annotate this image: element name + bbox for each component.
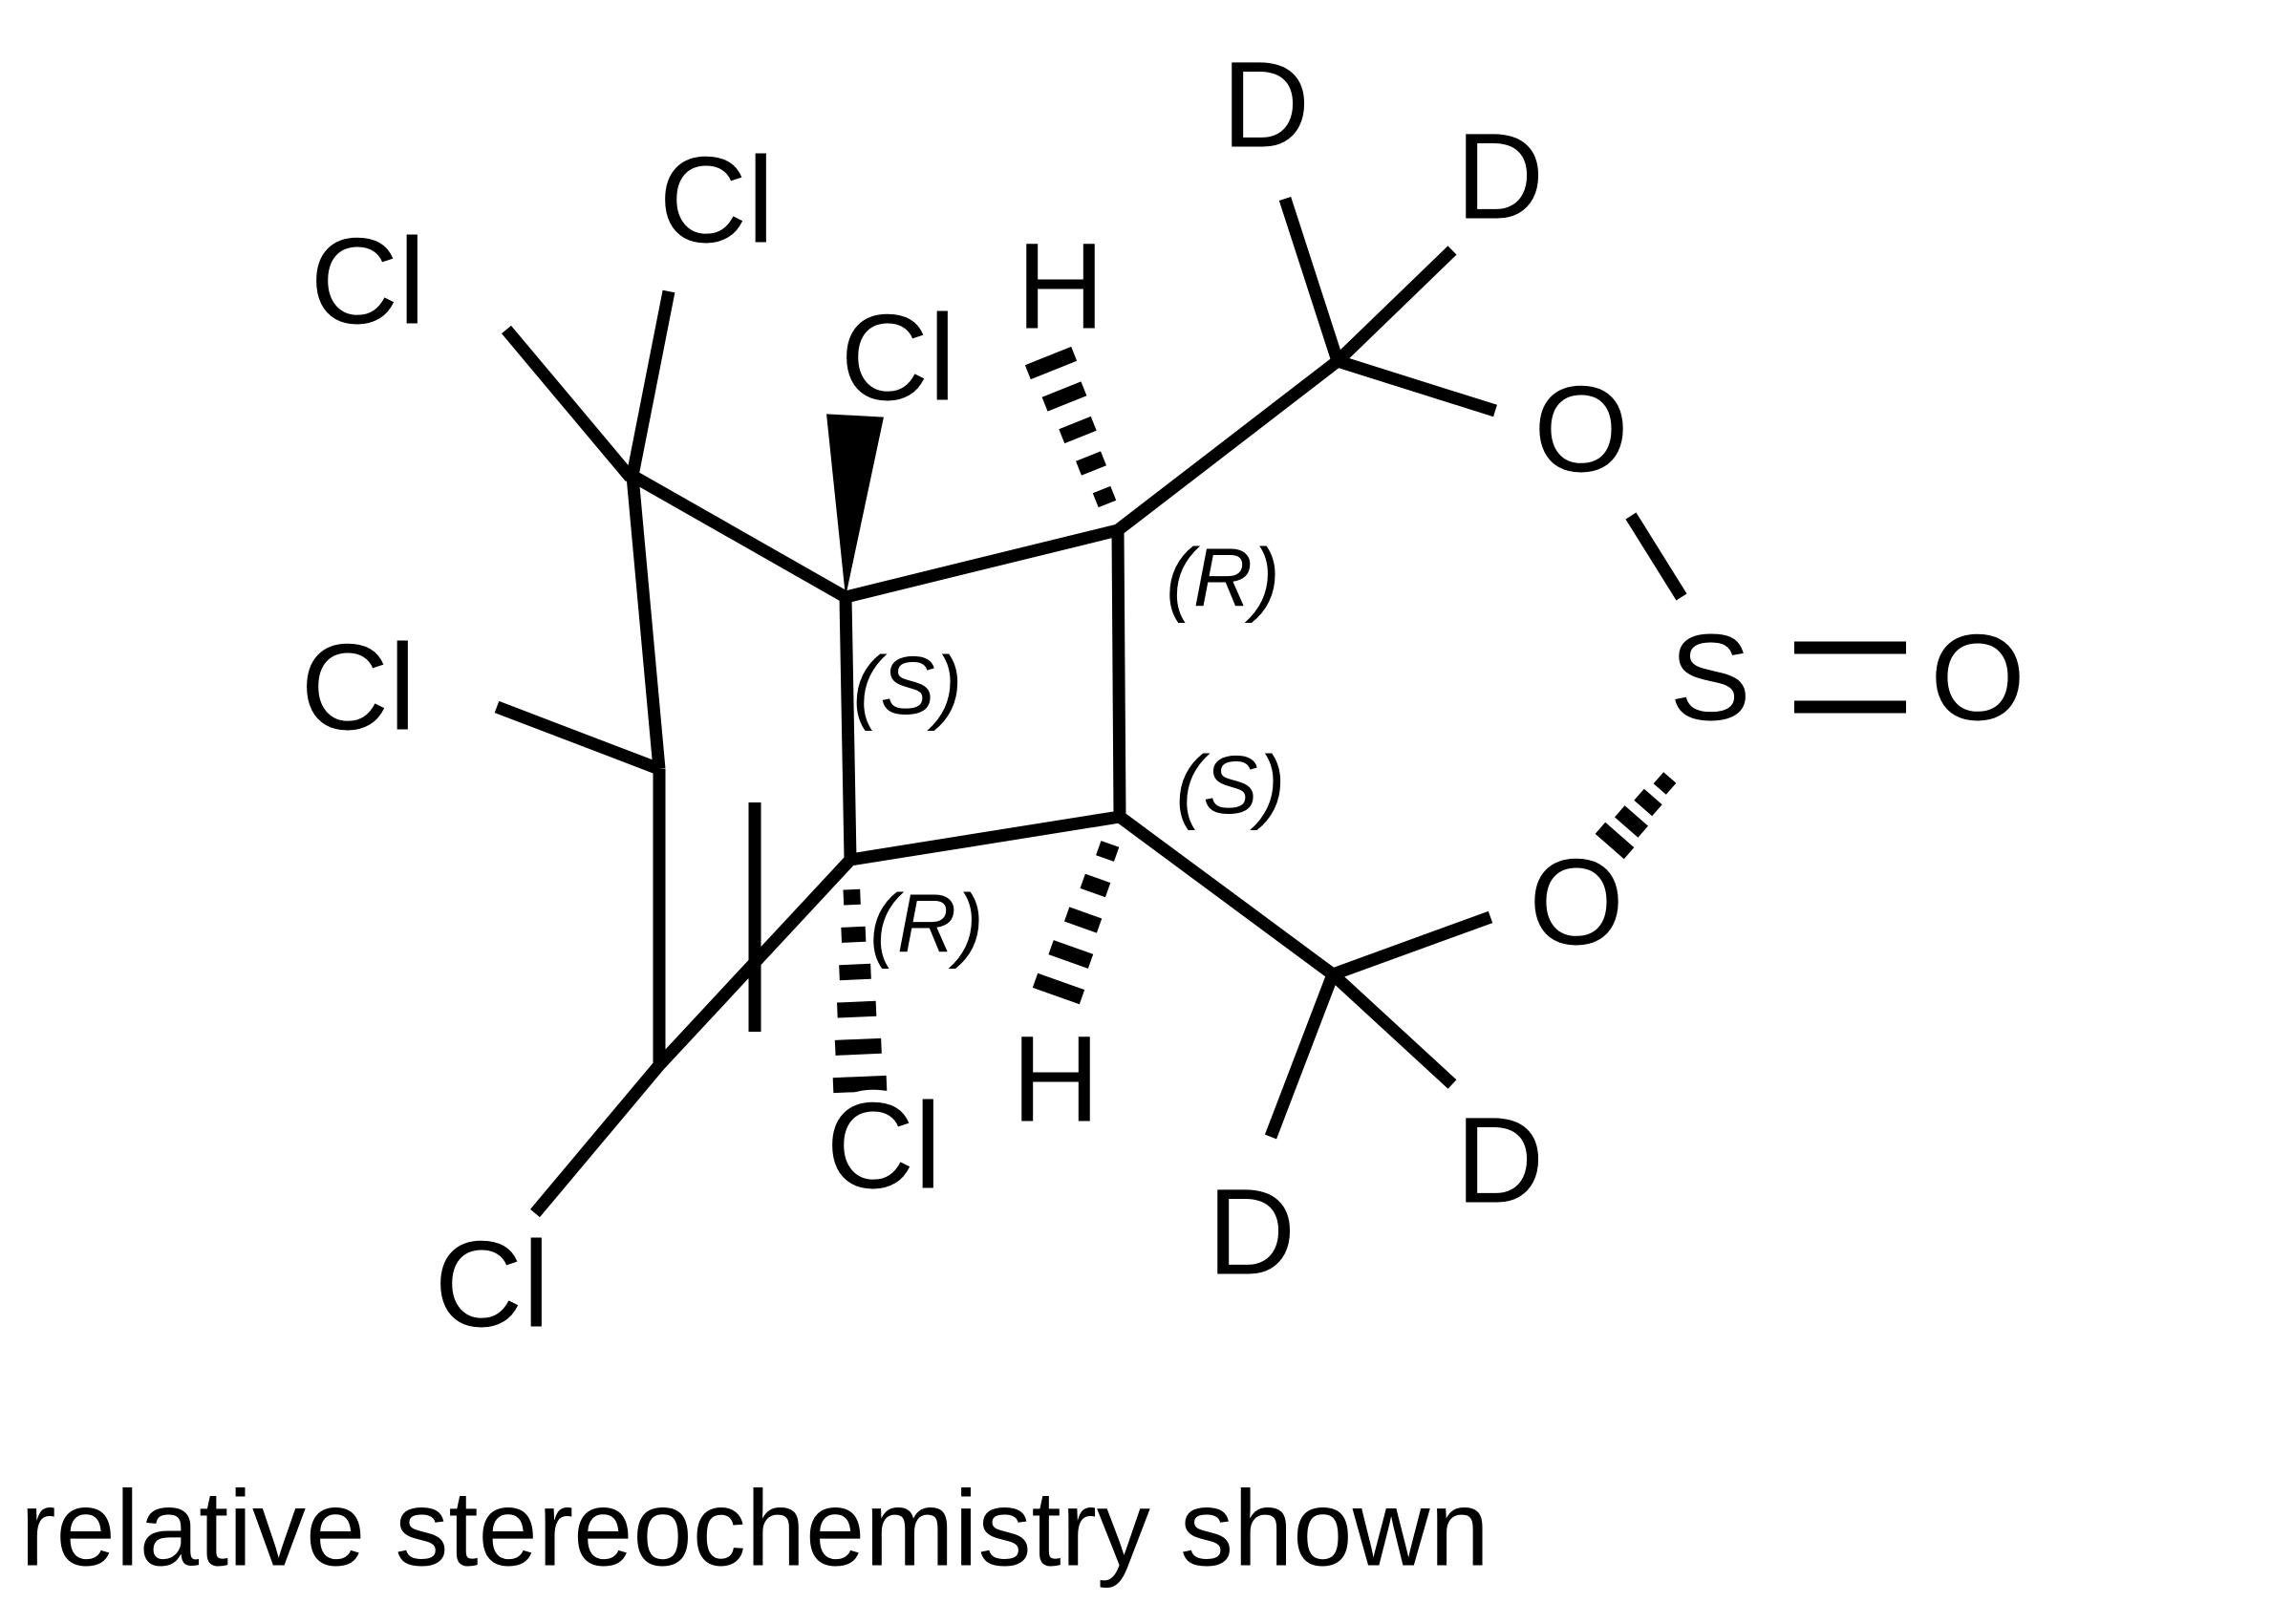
svg-text:D: D [1456, 1093, 1544, 1229]
bond-c3-to-c5 [848, 810, 1122, 866]
hash-c3-to-h-hashed [1032, 841, 1120, 1005]
bond-ch2-lower-to-o-lower [1330, 910, 1493, 981]
atom-label-s-center: S [1669, 610, 1750, 747]
stereo-descriptor-stereo-r-upper-right: (R) [1166, 532, 1279, 624]
hash-c5-to-cl-hashed [832, 888, 888, 1094]
bond-bridge-to-c7 [626, 475, 666, 770]
bond-c6-to-cl-bottomleft [530, 1060, 664, 1218]
svg-text:D: D [1208, 1165, 1296, 1301]
bond-ch2-upper-d-left [1278, 196, 1344, 364]
atom-label-h-bottom: H [1012, 1012, 1100, 1148]
caption-svg: relative stereochemistry shown [20, 1469, 1489, 1589]
bond-c2-to-c3 [1111, 529, 1126, 818]
hash-layer [832, 346, 1677, 1094]
stereo-descriptor-stereo-r-lower-left: (R) [869, 878, 983, 970]
caption-wrapper: relative stereochemistry shown [0, 1452, 2293, 1610]
atom-label-d-top-right: D [1456, 109, 1544, 246]
hash-c2-to-h-hashed [1024, 346, 1117, 508]
atom-label-h-top: H [1017, 219, 1104, 355]
wedge-layer [826, 414, 884, 597]
bond-ch2-upper-d-right [1333, 246, 1457, 366]
bond-cl-topmid-to-bridge [626, 289, 675, 478]
svg-text:O: O [1930, 610, 2025, 747]
bond-bridge-to-c1 [629, 470, 849, 603]
wedge-c1-to-cl-wedge [826, 414, 884, 597]
svg-text:H: H [1012, 1012, 1100, 1148]
bond-ch2-lower-d-right [1328, 970, 1457, 1089]
atom-label-cl-top-mid: Cl [659, 133, 775, 269]
svg-text:Cl: Cl [826, 1079, 942, 1215]
stereo-descriptor-stereo-s-upper-left: (S) [853, 640, 963, 732]
svg-text:O: O [1529, 835, 1624, 972]
atom-label-d-bottom-right: D [1456, 1093, 1544, 1229]
stereo-descriptor-stereo-s-lower-right: (S) [1176, 739, 1286, 831]
atom-label-cl-mid-left: Cl [301, 620, 417, 757]
svg-text:Cl: Cl [659, 133, 775, 269]
bond-ch2-upper-to-o-upper [1336, 354, 1497, 417]
svg-text:D: D [1222, 37, 1310, 174]
svg-text:D: D [1456, 109, 1544, 246]
atom-label-cl-top-left: Cl [311, 214, 426, 351]
bond-c1-to-c2 [844, 524, 1120, 604]
atom-label-cl-bottom-left: Cl [435, 1217, 550, 1354]
svg-text:O: O [1533, 362, 1629, 499]
bond-c3-to-ch2-lower [1116, 811, 1337, 980]
bond-o-upper-to-s [1625, 512, 1687, 601]
svg-text:H: H [1017, 219, 1104, 355]
bond-cl-topleft-to-bridge [502, 325, 635, 482]
svg-text:Cl: Cl [301, 620, 417, 757]
bond-c2-to-ch2-upper [1114, 355, 1341, 536]
atom-label-d-bottom-left: D [1208, 1165, 1296, 1301]
hash-s-to-o-lower-hashed [1595, 772, 1677, 860]
svg-text:Cl: Cl [435, 1217, 550, 1354]
bond-layer [494, 196, 1906, 1218]
atom-label-o-upper: O [1533, 362, 1629, 499]
atom-label-cl-bridge-wedge: Cl [841, 290, 956, 427]
bond-c1-to-c5-backbone [839, 596, 857, 861]
bond-ch2-lower-d-left [1264, 972, 1339, 1140]
atom-label-o-sulfoxide: O [1930, 610, 2025, 747]
caption-text: relative stereochemistry shown [20, 1469, 1489, 1589]
stereo-descriptor-layer: (S) (R) (S) (R) [853, 532, 1286, 970]
atom-label-d-top-left: D [1222, 37, 1310, 174]
svg-text:S: S [1669, 610, 1750, 747]
svg-text:Cl: Cl [841, 290, 956, 427]
bond-c7-to-cl-midleft [494, 700, 662, 776]
atom-label-o-lower: O [1529, 835, 1624, 972]
svg-text:Cl: Cl [311, 214, 426, 351]
atom-label-cl-bottom-mid: Cl [826, 1079, 942, 1215]
